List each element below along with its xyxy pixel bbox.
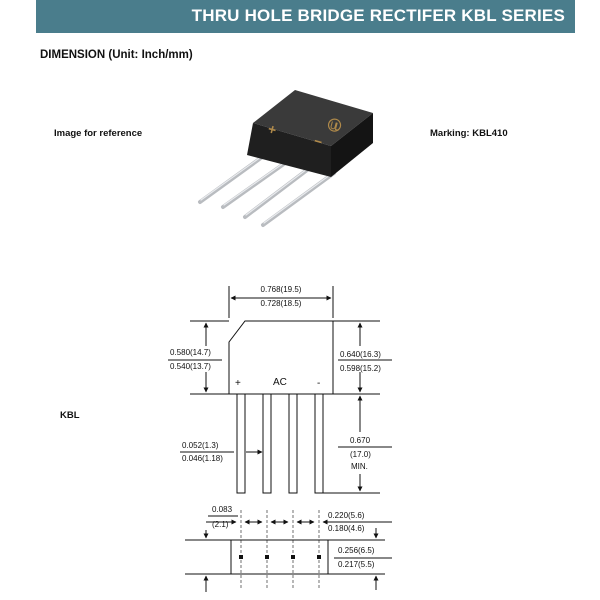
width-max-label: 0.768(19.5) — [261, 285, 302, 294]
polarity-minus-label: - — [317, 378, 320, 389]
lead-width-max-label: 0.052(1.3) — [182, 441, 219, 450]
photo-plus-mark: + — [266, 120, 278, 138]
lead-width-min-label: 0.046(1.18) — [182, 454, 223, 463]
lead-length-note: MIN. — [351, 462, 368, 471]
section-title: DIMENSION (Unit: Inch/mm) — [40, 49, 193, 61]
ul-logo-icon — [327, 118, 342, 132]
lead-length-label: 0.670 — [350, 436, 371, 445]
page-title: THRU HOLE BRIDGE RECTIFER KBL SERIES — [191, 6, 565, 25]
pitch-max-label: 0.220(5.6) — [328, 511, 365, 520]
photo-minus-mark: − — [312, 132, 324, 150]
width-min-label: 0.728(18.5) — [261, 299, 302, 308]
header-banner: THRU HOLE BRIDGE RECTIFER KBL SERIES — [36, 0, 575, 33]
pitch-end-label: 0.083 — [212, 505, 233, 514]
lead-length-mm-label: (17.0) — [350, 450, 371, 459]
pitch-min-label: 0.180(4.6) — [328, 524, 365, 533]
thickness-max-label: 0.256(6.5) — [338, 546, 375, 555]
marking-label: Marking: KBL410 — [430, 128, 508, 139]
body-left-min-label: 0.540(13.7) — [170, 362, 211, 371]
body-right-max-label: 0.640(16.3) — [340, 350, 381, 359]
polarity-ac-label: AC — [273, 377, 287, 388]
thickness-min-label: 0.217(5.5) — [338, 560, 375, 569]
polarity-plus-label: + — [235, 378, 241, 389]
body-right-min-label: 0.598(15.2) — [340, 364, 381, 373]
rectifier-photo: + − — [198, 90, 373, 227]
pitch-end-mm-label: (2.1) — [212, 520, 229, 529]
reference-image-label: Image for reference — [54, 128, 143, 139]
body-left-max-label: 0.580(14.7) — [170, 348, 211, 357]
package-label: KBL — [60, 410, 80, 421]
